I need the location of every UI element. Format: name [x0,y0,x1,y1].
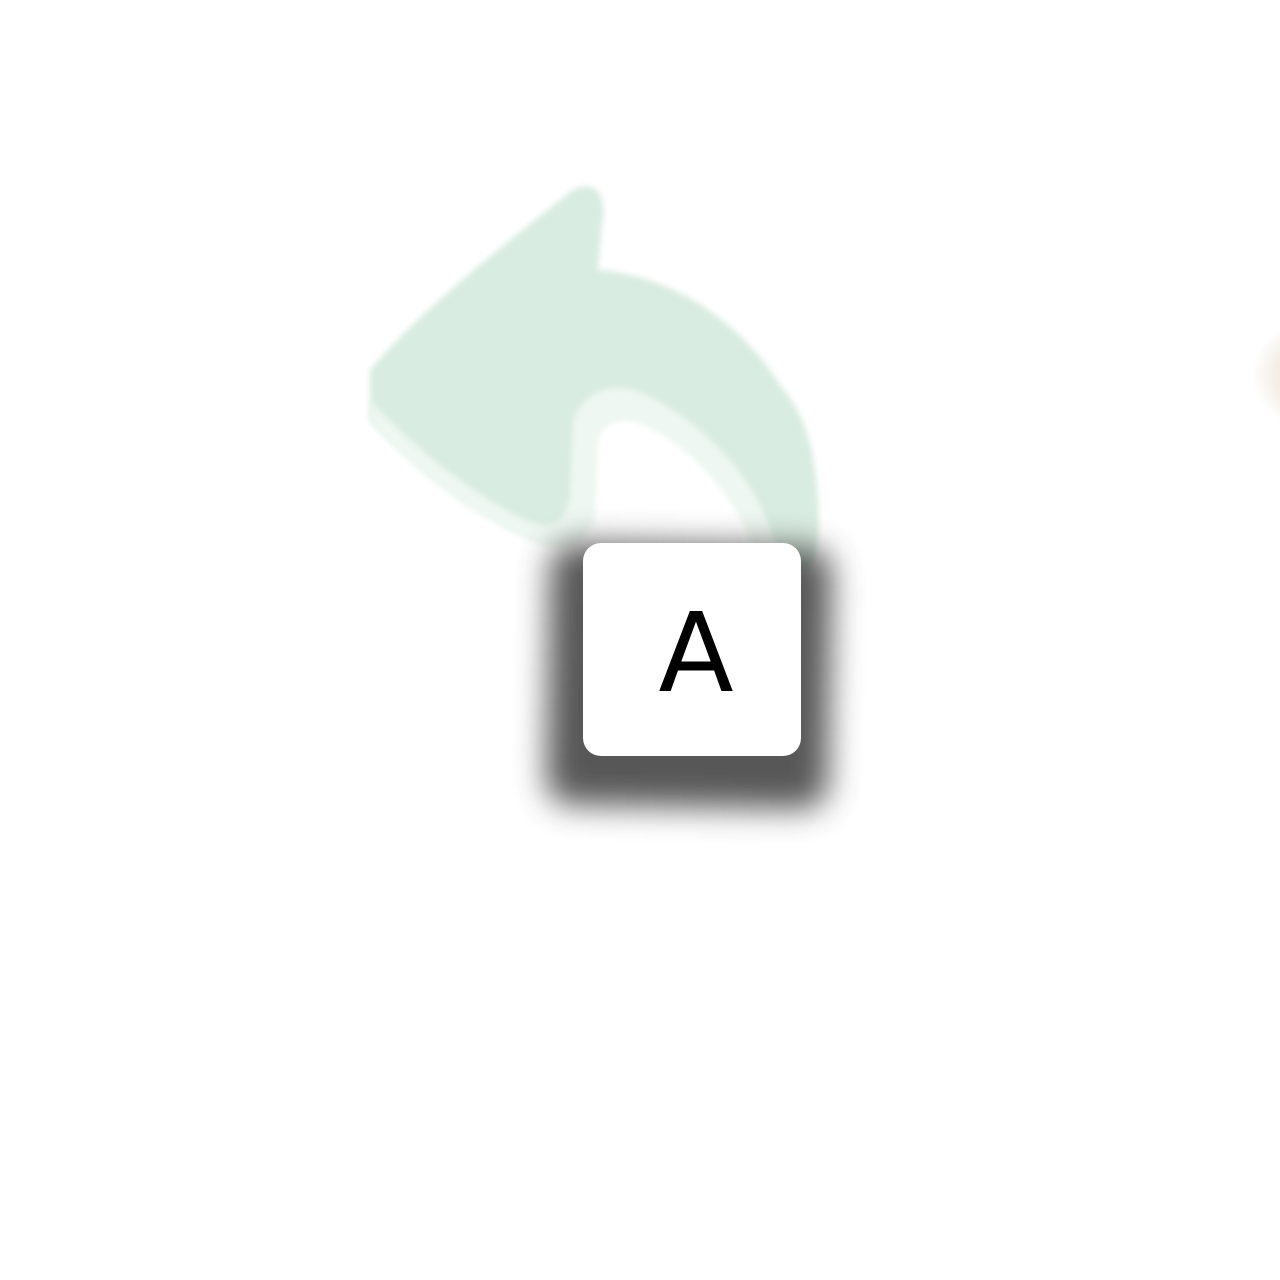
a-key[interactable]: A [583,543,801,756]
key-letter: A [658,588,734,717]
undo-arrow-icon [370,186,819,575]
edge-decoration [1248,330,1280,420]
